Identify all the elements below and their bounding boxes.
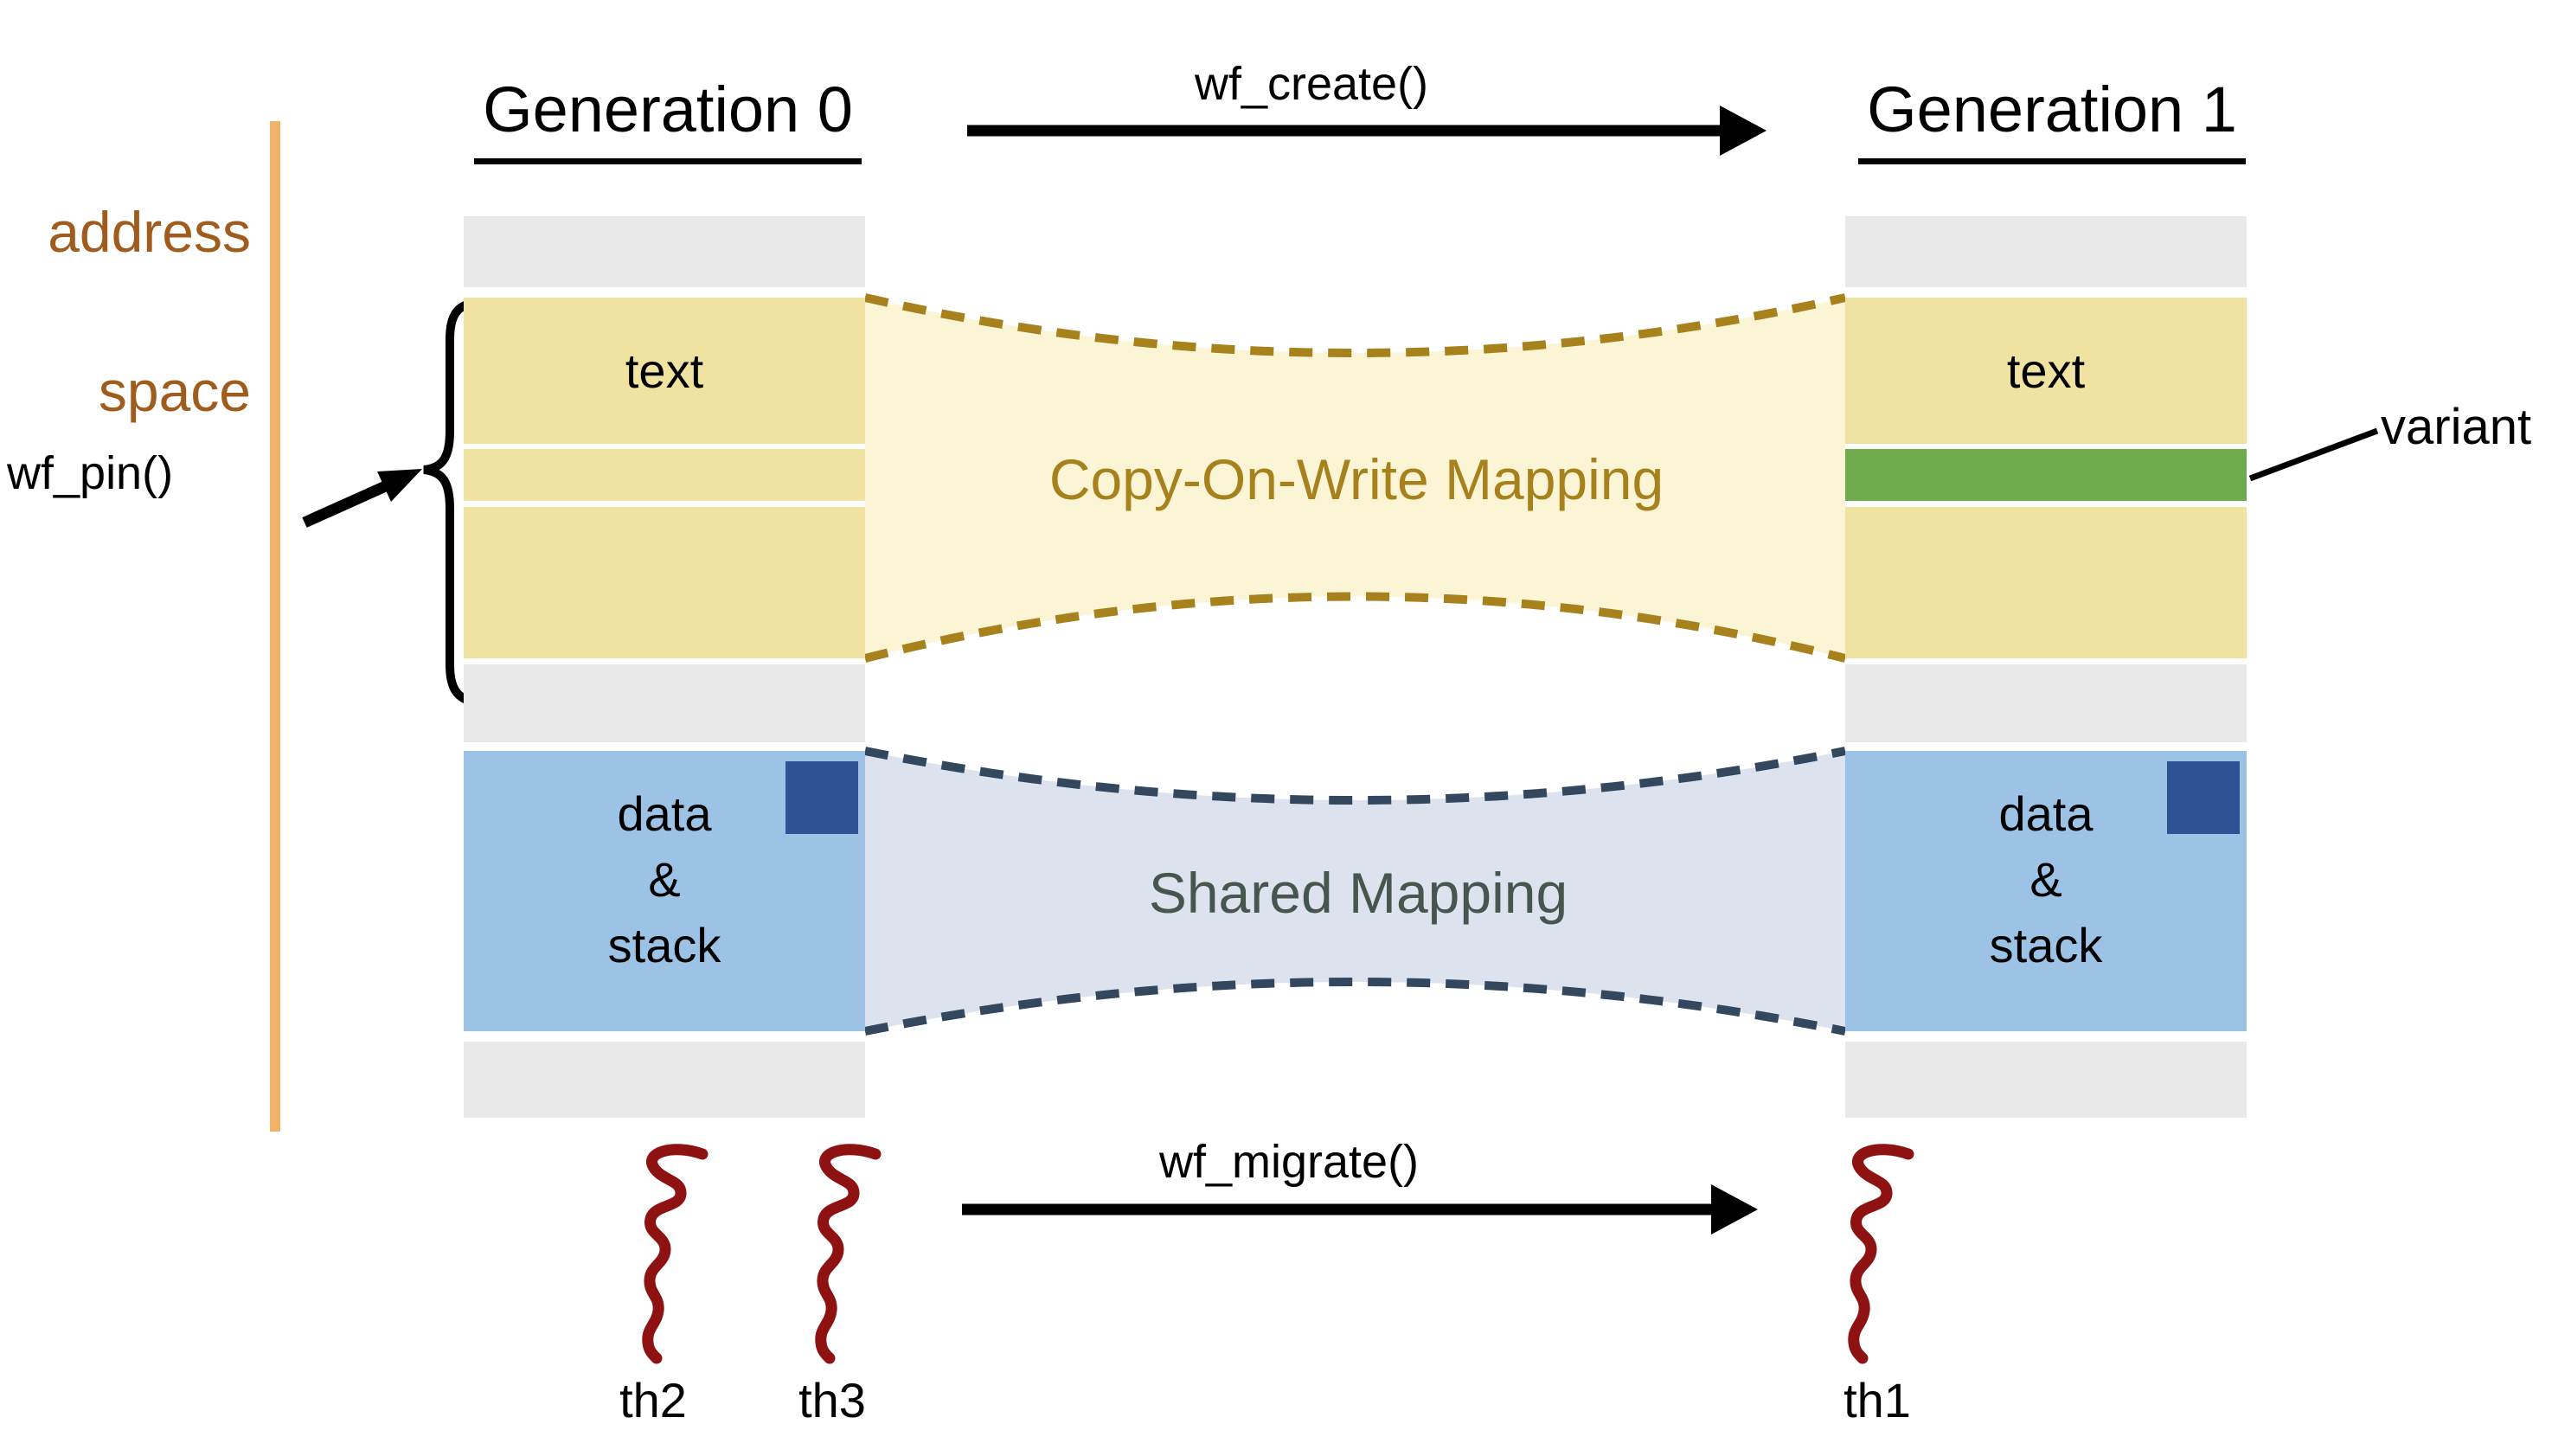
gen1-segment-unmapped-top	[1845, 216, 2247, 287]
gen0-data-line3: stack	[607, 918, 721, 972]
generation1-column: text data & stack	[1845, 0, 2247, 1456]
address-space-line2: space	[98, 359, 251, 423]
cow-mapping-shape	[863, 293, 1847, 663]
gen1-segment-unmapped-mid	[1845, 664, 2247, 742]
gen1-data-line3: stack	[1989, 918, 2103, 972]
wf-pin-label: wf_pin()	[7, 447, 174, 499]
gen1-segment-text: text	[1845, 298, 2247, 444]
address-space-line	[270, 121, 280, 1132]
wf-create-arrow-icon	[967, 106, 1767, 156]
gen1-text-label: text	[2006, 343, 2086, 398]
thread-th2-label: th2	[619, 1373, 687, 1427]
wf-pin-arrow-icon	[302, 469, 422, 528]
gen1-segment-text-lower	[1845, 507, 2247, 658]
gen0-data-line1: data	[617, 786, 712, 841]
gen1-segment-variant	[1845, 449, 2247, 501]
pin-brace-icon	[423, 298, 480, 707]
gen0-segment-unmapped-mid	[464, 664, 865, 742]
wf-migrate-label: wf_migrate()	[1158, 1136, 1420, 1188]
gen0-marker-square-icon	[785, 761, 858, 834]
generation1-title: Generation 1	[1858, 73, 2246, 164]
gen0-segment-text-strip	[464, 449, 865, 501]
shared-mapping-label: Shared Mapping	[1148, 861, 1568, 925]
generation0-title: Generation 0	[474, 73, 862, 164]
thread-th3-label: th3	[798, 1373, 866, 1427]
variant-label: variant	[2381, 399, 2532, 455]
shared-mapping-shape	[864, 747, 1846, 1036]
gen0-data-line2: &	[648, 852, 681, 907]
gen0-segment-data-stack: data & stack	[464, 751, 865, 1031]
gen1-segment-data-stack: data & stack	[1845, 751, 2247, 1031]
generation0-column: text data & stack	[464, 0, 865, 1456]
gen0-segment-unmapped-bottom	[464, 1042, 865, 1118]
address-space-line1: address	[48, 200, 251, 264]
wf-migrate-arrow-icon	[962, 1184, 1758, 1235]
cow-mapping-label: Copy-On-Write Mapping	[1048, 447, 1664, 511]
generation1-heading: Generation 1	[1749, 73, 2355, 164]
gen0-segment-text: text	[464, 298, 865, 444]
thread-th1-label: th1	[1843, 1373, 1911, 1427]
gen0-segment-text-lower	[464, 507, 865, 658]
gen1-marker-square-icon	[2167, 761, 2240, 834]
address-space-label: address space	[17, 112, 251, 510]
gen0-segment-unmapped-top	[464, 216, 865, 287]
gen0-text-label: text	[625, 343, 704, 398]
variant-pointer-line	[2248, 427, 2379, 482]
generation0-heading: Generation 0	[365, 73, 971, 164]
gen1-data-line2: &	[2029, 852, 2062, 907]
wf-create-label: wf_create()	[1194, 58, 1429, 110]
gen1-data-line1: data	[1998, 786, 2094, 841]
gen1-segment-unmapped-bottom	[1845, 1042, 2247, 1118]
